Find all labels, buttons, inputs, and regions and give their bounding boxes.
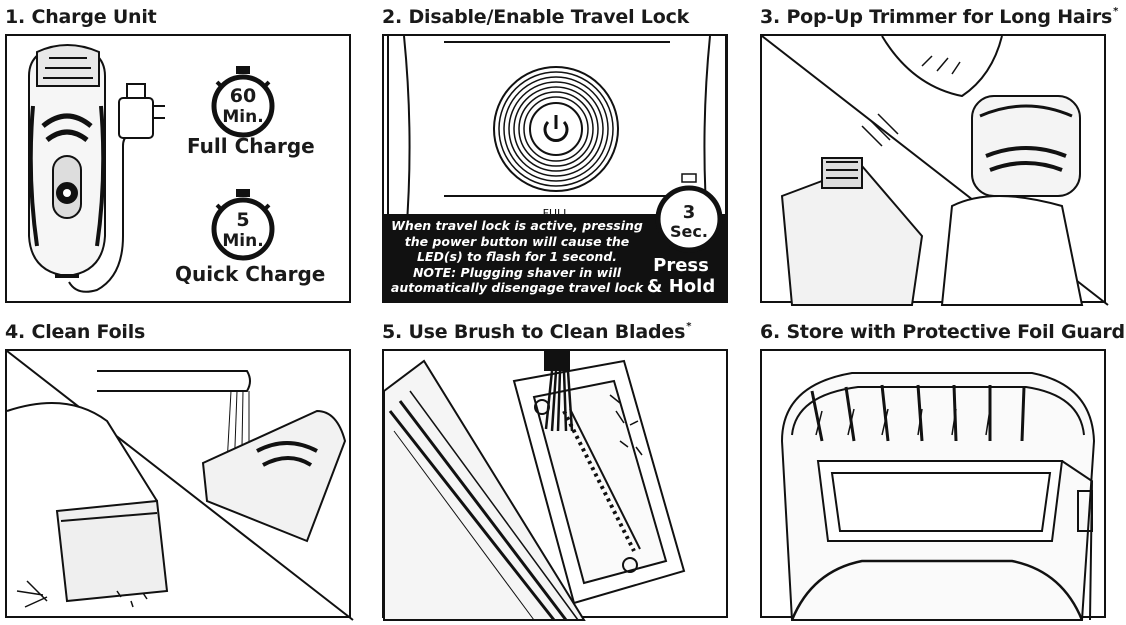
trimmer-hand-icon — [780, 95, 1084, 306]
travel-lock-message: When travel lock is active, pressing the… — [390, 218, 644, 295]
shaver-icon — [6, 402, 347, 608]
brush-blades-panel — [382, 349, 728, 621]
step-title: 6. Store with Protective Foil Guard — [760, 321, 1125, 343]
step-title: 5. Use Brush to Clean Blades* — [382, 321, 692, 343]
step-title: 4. Clean Foils — [5, 321, 146, 343]
full-charge-label: Full Charge — [187, 134, 315, 158]
step-title: 2. Disable/Enable Travel Lock — [382, 6, 690, 28]
travel-lock-banner: When travel lock is active, pressing the… — [384, 214, 726, 301]
step-brush-blades: 5. Use Brush to Clean Blades* — [382, 321, 728, 621]
step-charge-unit: 1. Charge Unit — [5, 6, 351, 304]
step-store-guard: 6. Store with Protective Foil Guard — [760, 321, 1125, 621]
faucet-icon — [97, 370, 251, 502]
shaver-icon — [28, 44, 106, 278]
foil-guard-icon — [780, 372, 1096, 621]
step-title: 1. Charge Unit — [5, 6, 157, 28]
full-timer-unit: Min. — [222, 107, 263, 127]
quick-timer-value: 5 — [236, 209, 249, 231]
stopwatch-icon: 60 Min. — [211, 66, 275, 138]
step-travel-lock: 2. Disable/Enable Travel Lock FU — [382, 6, 728, 304]
store-guard-panel — [760, 349, 1106, 621]
charger-plug-icon — [68, 83, 165, 293]
trimmer-panel — [760, 34, 1109, 306]
quick-timer-unit: Min. — [222, 231, 263, 251]
brush-icon — [544, 351, 643, 456]
full-timer-value: 60 — [230, 85, 256, 107]
step-pop-up-trimmer: 3. Pop-Up Trimmer for Long Hairs* — [760, 6, 1118, 306]
charge-panel: 60 Min. 5 Min. Full Charge Quick Charge — [5, 34, 351, 303]
clean-foils-panel — [5, 349, 354, 621]
travel-lock-panel: FULL When travel lock is active, pressin… — [382, 34, 728, 303]
press-hold-label: Press & Hold — [646, 255, 716, 297]
step-clean-foils: 4. Clean Foils — [5, 321, 354, 621]
power-button-icon — [493, 66, 619, 192]
stopwatch-icon: 5 Min. — [211, 189, 275, 261]
quick-charge-label: Quick Charge — [175, 262, 326, 286]
step-title: 3. Pop-Up Trimmer for Long Hairs* — [760, 6, 1119, 28]
